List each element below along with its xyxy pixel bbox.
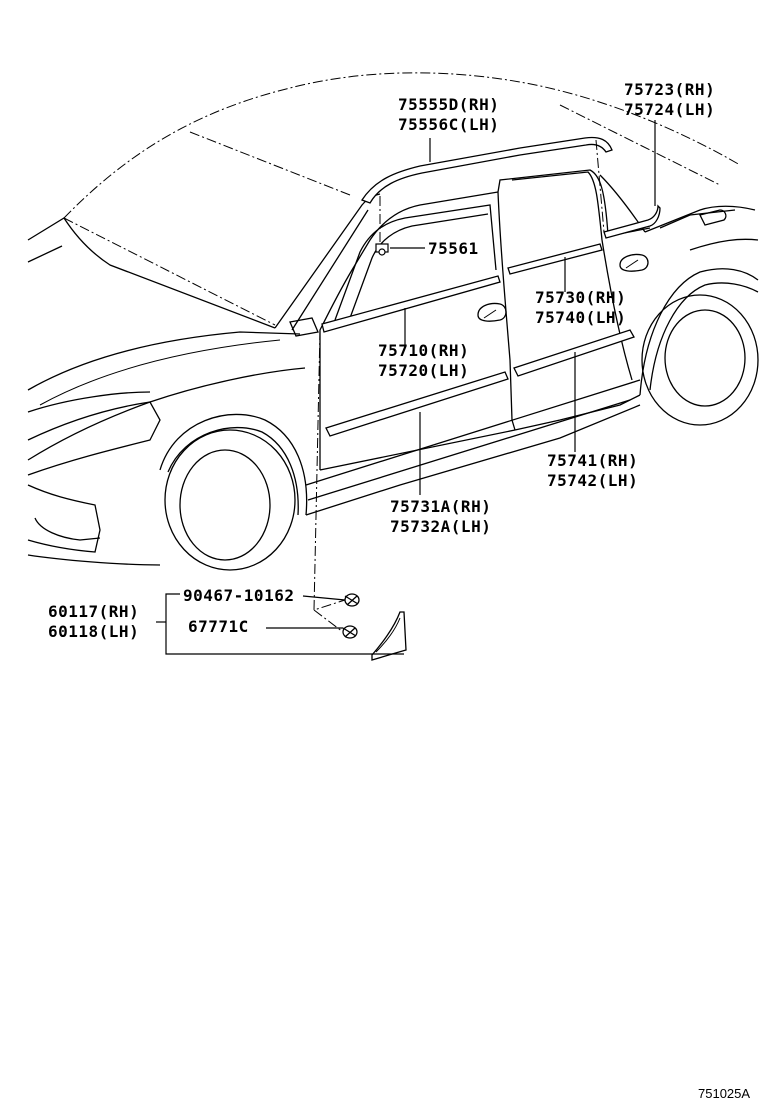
front-door-belt-molding-shape <box>321 275 501 333</box>
label-screw: 90467-10162 <box>183 586 294 605</box>
label-rear-side-line-2: 75742(LH) <box>547 471 638 490</box>
rear-window-molding-shape <box>603 204 661 239</box>
label-mudguard-assy-line-1: 60117(RH) <box>48 602 139 621</box>
label-mudguard-assy-line-2: 60118(LH) <box>48 622 139 641</box>
leader-lines <box>156 120 656 655</box>
label-front-side-line-2: 75732A(LH) <box>390 517 491 536</box>
label-rear-window-line-1: 75723(RH) <box>624 80 715 99</box>
label-clip: 75561 <box>428 239 479 258</box>
label-rear-belt-line-1: 75730(RH) <box>535 288 626 307</box>
label-front-side-line-1: 75731A(RH) <box>390 497 491 516</box>
label-front-belt-line-1: 75710(RH) <box>378 341 469 360</box>
part-labels: 75555D(RH) 75556C(LH) 75723(RH) 75724(LH… <box>48 80 750 1101</box>
label-rear-side-line-1: 75741(RH) <box>547 451 638 470</box>
assembly-dash-lines <box>313 139 605 633</box>
label-roof-drip-line-2: 75556C(LH) <box>398 115 499 134</box>
label-front-belt-line-2: 75720(LH) <box>378 361 469 380</box>
clip-shape <box>375 243 389 256</box>
roof-drip-molding-shape <box>361 136 613 204</box>
label-roof-drip-line-1: 75555D(RH) <box>398 95 499 114</box>
rear-door-belt-molding-shape <box>507 243 603 275</box>
front-door-side-molding-shape <box>325 371 509 437</box>
label-mudguard: 67771C <box>188 617 249 636</box>
mudguard-shape <box>371 611 407 661</box>
rear-door-side-molding-shape <box>513 329 635 377</box>
screw-shape <box>342 593 360 639</box>
figure-code: 751025A <box>698 1086 750 1101</box>
molding-parts <box>321 136 661 661</box>
car-body-outline <box>27 72 759 571</box>
label-rear-belt-line-2: 75740(LH) <box>535 308 626 327</box>
label-rear-window-line-2: 75724(LH) <box>624 100 715 119</box>
